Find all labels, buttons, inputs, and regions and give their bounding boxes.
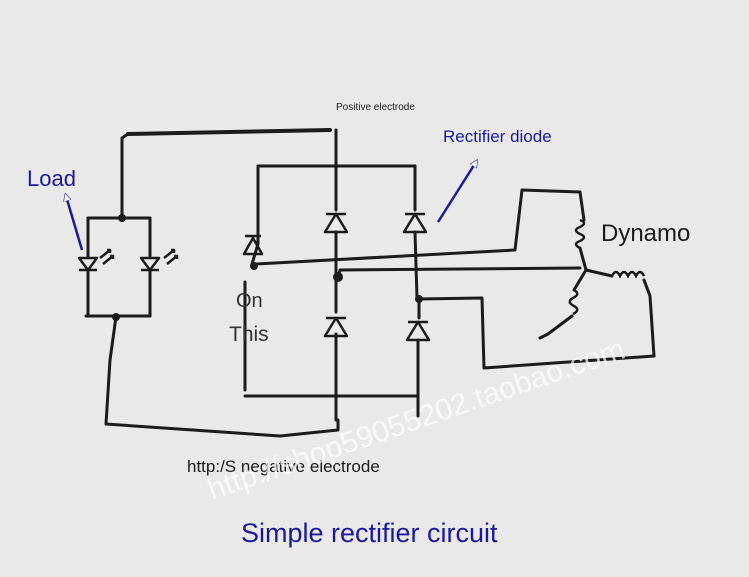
on-label: On <box>236 290 263 312</box>
diode-left <box>242 234 264 256</box>
diode-mid-bottom <box>323 316 349 338</box>
load-led-bank <box>77 136 179 321</box>
watermark-text: http://shop59055202.taobao.com <box>204 333 630 507</box>
diagram-title: Simple rectifier circuit <box>241 518 498 548</box>
load-top-node <box>118 214 126 222</box>
diode-right-bottom <box>405 320 431 342</box>
dynamo-windings <box>538 190 656 358</box>
load-label: Load <box>27 166 76 191</box>
negative-electrode-label: http:/S negative electrode <box>187 457 380 476</box>
load-arrow <box>66 196 84 251</box>
rectifier-diode-arrow <box>436 162 476 223</box>
dynamo-label: Dynamo <box>601 220 690 247</box>
positive-electrode-label: Positive electrode <box>336 102 415 113</box>
diode-mid-top <box>323 212 349 234</box>
led-left <box>77 248 115 272</box>
positive-line <box>126 128 332 136</box>
led-right <box>139 248 179 272</box>
rectifier-diode-label: Rectifier diode <box>443 127 552 146</box>
diode-right-top <box>402 212 428 234</box>
this-label: This <box>229 323 269 346</box>
